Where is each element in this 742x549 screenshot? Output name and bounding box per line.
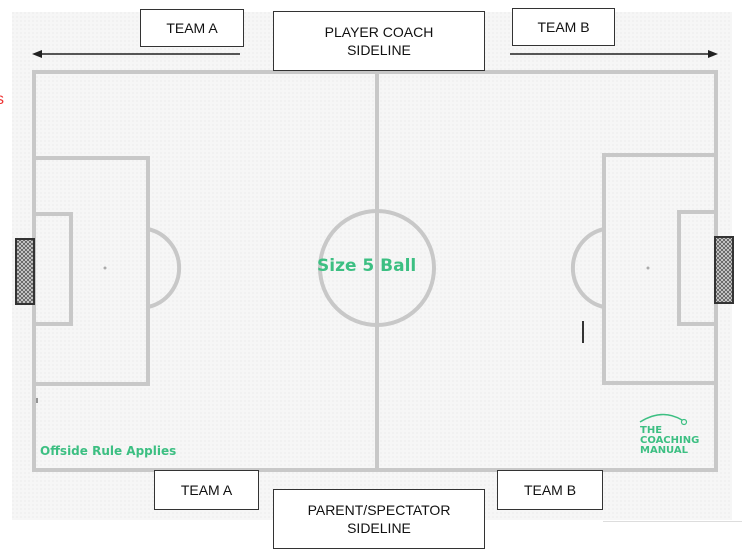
penalty-spot-right bbox=[646, 266, 650, 270]
logo-dot bbox=[680, 418, 688, 426]
logo-line2: COACHING bbox=[640, 435, 700, 446]
offside-rule-label: Offside Rule Applies bbox=[40, 444, 177, 458]
penalty-arc-right bbox=[570, 227, 605, 309]
player-coach-line2: SIDELINE bbox=[347, 42, 411, 58]
ball-size-label: Size 5 Ball bbox=[317, 256, 417, 276]
center-circle bbox=[318, 209, 436, 327]
coaching-manual-logo: THE COACHING MANUAL bbox=[640, 426, 699, 456]
page-divider bbox=[603, 521, 742, 522]
arrow-right-icon bbox=[510, 50, 718, 58]
parent-spectator-line2: SIDELINE bbox=[347, 520, 411, 536]
penalty-arc-left bbox=[147, 227, 182, 309]
team-b-bottom-text: TEAM B bbox=[523, 482, 577, 498]
arrow-left-icon bbox=[32, 50, 240, 58]
parent-spectator-sideline-box: PARENT/SPECTATOR SIDELINE bbox=[273, 489, 485, 549]
team-b-top-text: TEAM B bbox=[537, 19, 590, 35]
player-coach-line1: PLAYER COACH bbox=[324, 24, 434, 40]
player-coach-sideline-box: PLAYER COACH SIDELINE bbox=[273, 11, 485, 71]
team-a-top-label: TEAM A bbox=[140, 9, 244, 47]
team-a-bottom-label: TEAM A bbox=[154, 470, 259, 510]
goal-net-icon bbox=[15, 238, 35, 305]
logo-line3: MANUAL bbox=[640, 445, 688, 456]
pitch-background bbox=[12, 12, 732, 520]
team-a-bottom-text: TEAM A bbox=[180, 482, 233, 498]
logo-swoosh bbox=[639, 413, 683, 423]
parent-spectator-line1: PARENT/SPECTATOR bbox=[307, 502, 451, 518]
goal-net-icon bbox=[714, 236, 734, 304]
penalty-spot-left bbox=[103, 266, 107, 270]
logo-line1: THE bbox=[640, 425, 663, 436]
team-b-top-label: TEAM B bbox=[512, 8, 615, 46]
team-b-bottom-label: TEAM B bbox=[497, 470, 603, 510]
edge-text-fragment: s bbox=[0, 91, 4, 108]
team-a-top-text: TEAM A bbox=[166, 20, 218, 36]
